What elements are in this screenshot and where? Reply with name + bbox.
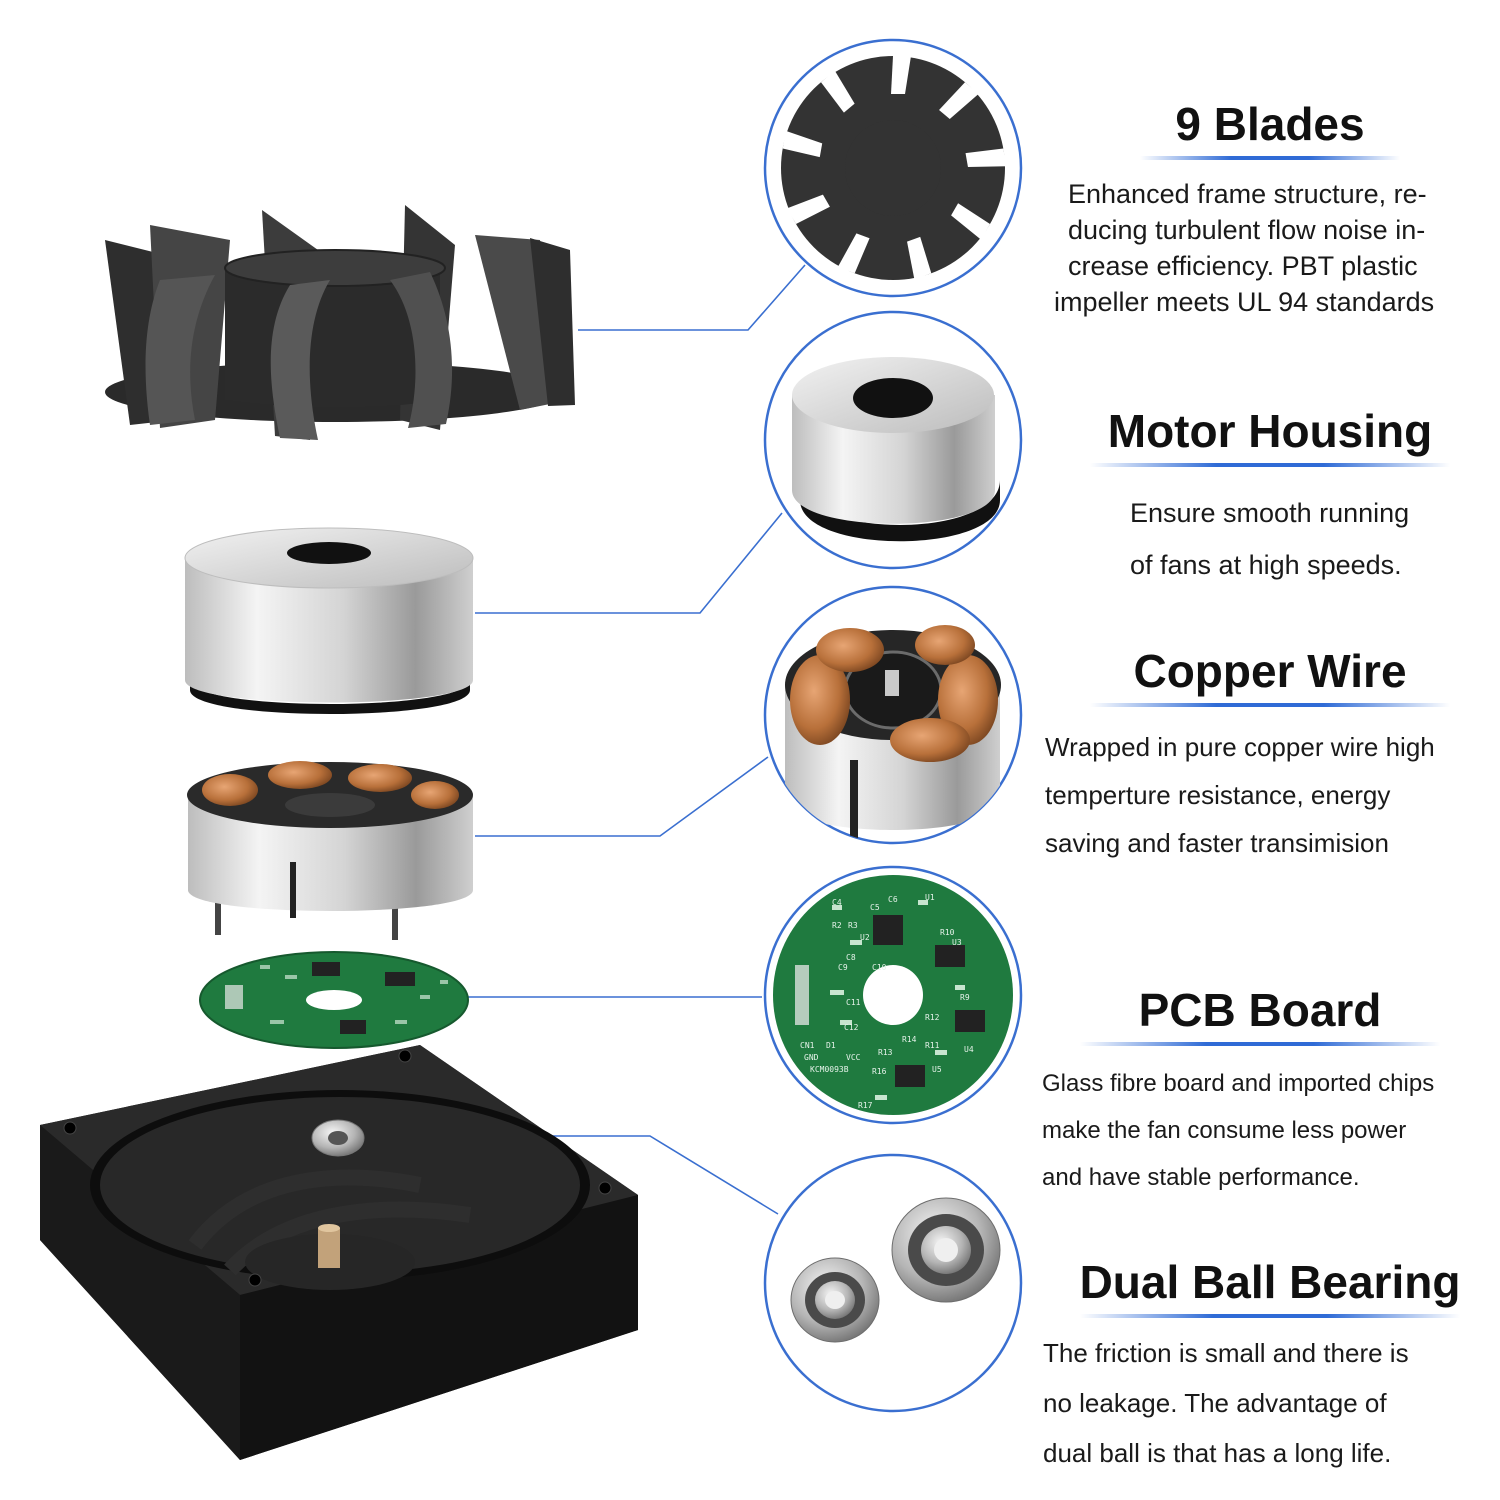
- feature-pcb-board: PCB Board Glass fibre board and imported…: [1030, 984, 1490, 1201]
- description-line: temperture resistance, energy: [1045, 780, 1391, 810]
- pcb-mark: C10: [872, 963, 887, 972]
- description-line: impeller meets UL 94 standards: [1054, 287, 1435, 317]
- motor-housing-icon: [184, 527, 474, 714]
- pcb-mark: C9: [838, 963, 848, 972]
- pcb-mark: U1: [925, 893, 935, 902]
- pcb-mark: GND: [804, 1053, 819, 1062]
- title-underline: [1080, 1042, 1440, 1046]
- pcb-mark: U2: [860, 933, 870, 942]
- description-line: ducing turbulent flow noise in-: [1068, 215, 1426, 245]
- pcb-mark: C11: [846, 998, 861, 1007]
- title-underline: [1080, 1314, 1460, 1318]
- feature-description: Glass fibre board and imported chips mak…: [1030, 1060, 1490, 1201]
- pcb-mark: R11: [925, 1041, 940, 1050]
- feature-blades: 9 Blades Enhanced frame structure, re- d…: [1040, 98, 1500, 320]
- feature-description: Ensure smooth running of fans at high sp…: [1040, 487, 1500, 591]
- pcb-mark: R17: [858, 1101, 873, 1110]
- feature-title: Motor Housing: [1107, 405, 1433, 457]
- copper-stator-icon: [187, 761, 473, 940]
- description-line: saving and faster transimision: [1045, 828, 1389, 858]
- description-line: Enhanced frame structure, re-: [1068, 179, 1427, 209]
- pcb-mark: R13: [878, 1048, 893, 1057]
- leader-line-blades: [578, 264, 806, 331]
- description-line: no leakage. The advantage of: [1043, 1388, 1387, 1418]
- feature-description: The friction is small and there is no le…: [1040, 1328, 1500, 1478]
- circle-copper: [763, 585, 1023, 845]
- leader-line-copper: [475, 756, 769, 837]
- description-line: The friction is small and there is: [1043, 1338, 1409, 1368]
- description-line: Ensure smooth running: [1130, 498, 1410, 528]
- pcb-mark: C8: [846, 953, 856, 962]
- feature-copper-wire: Copper Wire Wrapped in pure copper wire …: [1040, 645, 1500, 867]
- description-line: of fans at high speeds.: [1130, 550, 1402, 580]
- pcb-mark: R2: [832, 921, 842, 930]
- leader-line-housing: [475, 512, 783, 614]
- pcb-mark: R10: [940, 928, 955, 937]
- circle-housing: [763, 310, 1023, 570]
- pcb-mark: D1: [826, 1041, 836, 1050]
- feature-title: 9 Blades: [1175, 98, 1365, 150]
- pcb-mark: R16: [872, 1067, 887, 1076]
- pcb-mark: C5: [870, 903, 880, 912]
- fan-frame-icon: [40, 1045, 638, 1460]
- pcb-mark: U3: [952, 938, 962, 947]
- description-line: dual ball is that has a long life.: [1043, 1438, 1392, 1468]
- pcb-mark: VCC: [846, 1053, 861, 1062]
- pcb-mark: CN1: [800, 1041, 815, 1050]
- description-line: crease efficiency. PBT plastic: [1068, 251, 1418, 281]
- feature-description: Wrapped in pure copper wire high tempert…: [1040, 723, 1500, 867]
- feature-description: Enhanced frame structure, re- ducing tur…: [1040, 176, 1500, 320]
- title-underline: [1140, 156, 1400, 160]
- pcb-mark: R9: [960, 993, 970, 1002]
- pcb-mark: C12: [844, 1023, 859, 1032]
- pcb-mark: KCM0093B: [810, 1065, 849, 1074]
- description-line: make the fan consume less power: [1042, 1117, 1407, 1144]
- pcb-mark: C4: [832, 898, 842, 907]
- feature-title: Copper Wire: [1133, 645, 1407, 697]
- pcb-mark: R12: [925, 1013, 940, 1022]
- circle-blades: [763, 38, 1023, 298]
- impeller-icon: [105, 205, 575, 440]
- feature-motor-housing: Motor Housing Ensure smooth running of f…: [1040, 405, 1500, 591]
- circle-pcb: C4 C5 C6 U1 R2 R3 U2 R10 U3 C8 C9 C10 C1…: [763, 865, 1023, 1125]
- pcb-board-icon: [199, 951, 469, 1049]
- pcb-mark: C6: [888, 895, 898, 904]
- title-underline: [1090, 463, 1450, 467]
- feature-title: PCB Board: [1138, 984, 1382, 1036]
- description-line: Glass fibre board and imported chips: [1042, 1070, 1435, 1097]
- feature-dual-ball-bearing: Dual Ball Bearing The friction is small …: [1040, 1256, 1500, 1478]
- feature-title: Dual Ball Bearing: [1079, 1256, 1461, 1308]
- pcb-mark: R3: [848, 921, 858, 930]
- title-underline: [1090, 703, 1450, 707]
- description-line: and have stable performance.: [1042, 1164, 1360, 1191]
- pcb-mark: U4: [964, 1045, 974, 1054]
- ball-bearing-icon: [763, 1153, 1023, 1413]
- pcb-mark: U5: [932, 1065, 942, 1074]
- pcb-mark: R14: [902, 1035, 917, 1044]
- description-line: Wrapped in pure copper wire high: [1045, 732, 1435, 762]
